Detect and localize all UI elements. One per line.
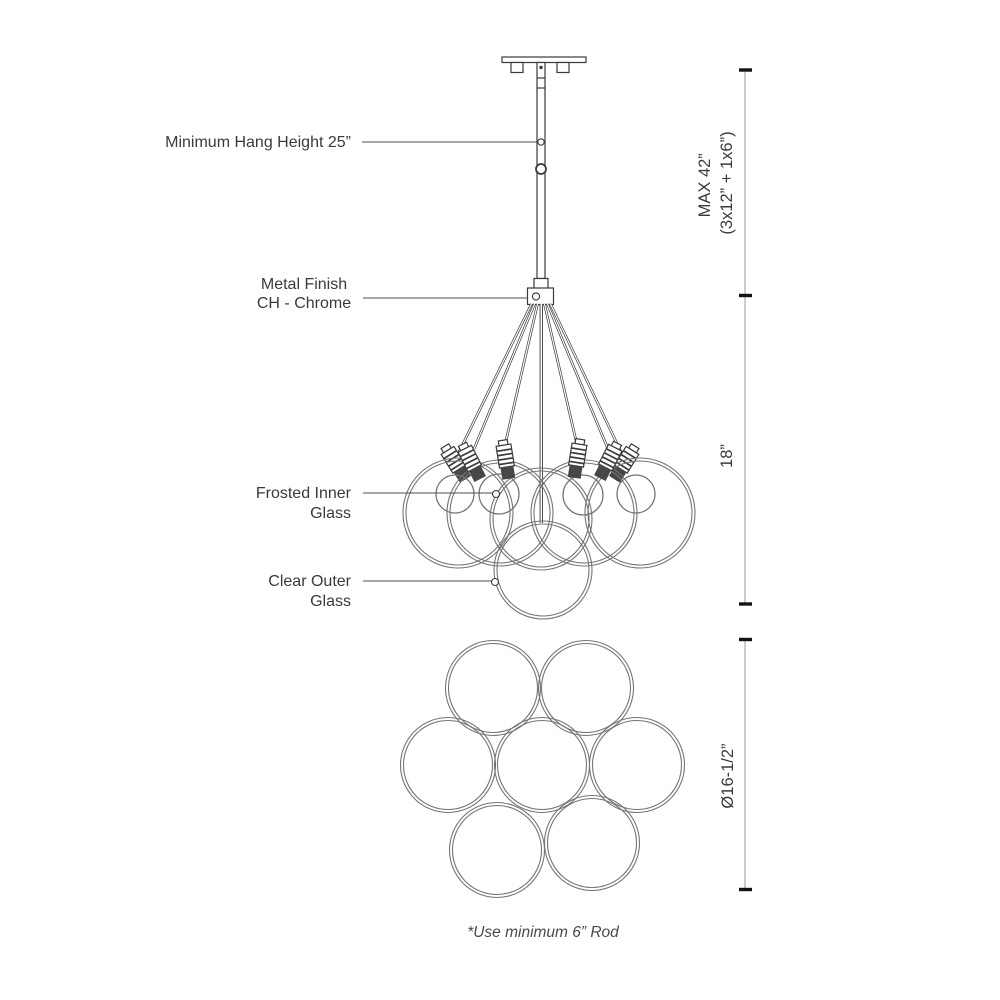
glass-globe-back-right xyxy=(584,457,696,569)
cord-core xyxy=(549,303,622,453)
canopy-tab-right xyxy=(556,61,570,74)
plan-globe-center xyxy=(493,716,591,814)
plan-globe-left xyxy=(399,716,497,814)
frosted-inner-glass xyxy=(616,474,656,514)
side-view xyxy=(402,56,696,620)
plan-globe-top-left xyxy=(444,639,542,737)
glass-globe-bottom-front xyxy=(493,520,593,620)
rod-sleeve xyxy=(533,277,549,290)
frosted-inner-glass xyxy=(435,474,475,514)
plan-globe-bottom-right xyxy=(543,794,641,892)
frosted-glass-label-line2: Glass xyxy=(310,505,351,522)
rod-max-dimension-text: MAX 42” (3x12” + 1x6”) xyxy=(696,131,736,234)
rod-max-line1: MAX 42” xyxy=(696,153,714,217)
rod-joint-screw-lower xyxy=(535,163,547,175)
glass-globe-back-left xyxy=(402,457,514,569)
ceiling-mount xyxy=(501,56,587,74)
canopy-tab-left xyxy=(510,61,524,74)
leader-target-clear xyxy=(490,577,500,587)
cord-core xyxy=(473,303,536,450)
plan-globe-top-right xyxy=(537,639,635,737)
clear-glass-label-line1: Clear Outer xyxy=(268,573,351,590)
hang-rod xyxy=(533,61,549,290)
ceiling-canopy xyxy=(501,56,587,64)
rod-top-screw-dot xyxy=(539,65,543,70)
cord-core xyxy=(543,303,578,446)
metal-finish-label-line2: CH - Chrome xyxy=(257,295,351,312)
fixture-height-dimension-text: 18” xyxy=(718,444,736,468)
bottom-view xyxy=(399,639,686,899)
frosted-glass-label-line1: Frosted Inner xyxy=(256,485,352,502)
plan-globe-right xyxy=(588,716,686,814)
junction-box xyxy=(526,287,555,306)
rod-joint-screw-upper xyxy=(537,138,545,146)
glass-globe-middle-back xyxy=(489,467,593,571)
footnote: *Use minimum 6” Rod xyxy=(467,924,620,941)
frosted-inner-glass xyxy=(478,473,520,515)
rod-max-line2: (3x12” + 1x6”) xyxy=(718,131,736,234)
clear-glass-label-line2: Glass xyxy=(310,593,351,610)
callouts: Minimum Hang Height 25” Metal Finish CH … xyxy=(165,134,537,610)
dimensions: MAX 42” (3x12” + 1x6”) 18” Ø16-1/2” xyxy=(696,68,752,892)
leader-target-frosted xyxy=(491,489,501,499)
junction-box-screw xyxy=(531,292,541,301)
frosted-inner-glass xyxy=(562,474,604,516)
metal-finish-label-line1: Metal Finish xyxy=(261,276,347,293)
lamp-socket-front-right-inner xyxy=(565,437,589,480)
cord-core xyxy=(546,303,609,450)
cord-core xyxy=(504,303,539,446)
plan-globe-bottom-left xyxy=(448,801,546,899)
diameter-dimension-text: Ø16-1/2” xyxy=(719,743,737,808)
hang-height-label: Minimum Hang Height 25” xyxy=(165,134,351,151)
junction-box-body xyxy=(526,287,555,306)
cord-core xyxy=(458,303,533,453)
